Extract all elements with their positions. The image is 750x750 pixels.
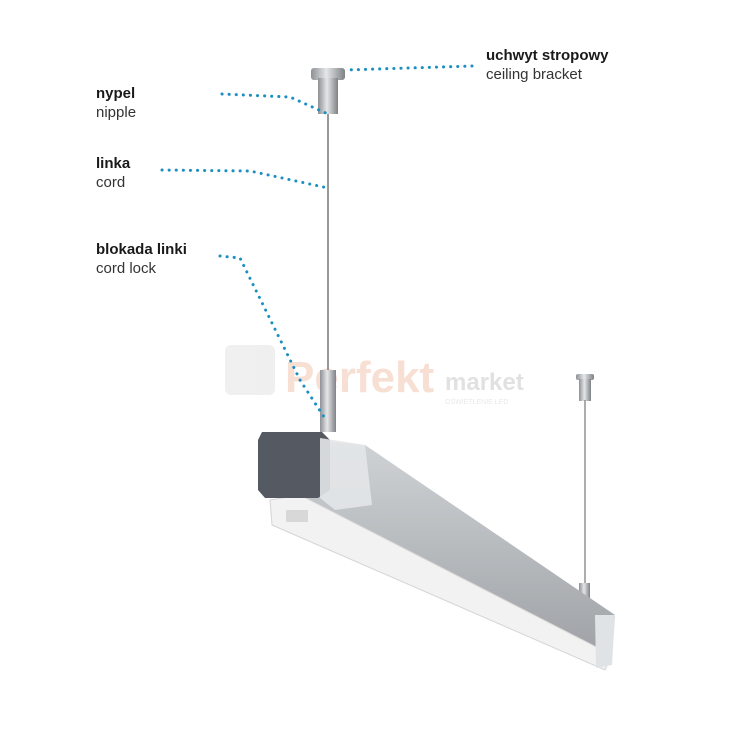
label-en: cord lock	[96, 260, 157, 277]
label-cord: linka cord	[96, 154, 130, 192]
label-pl: nypel	[96, 85, 136, 102]
watermark: Perfekt market OŚWIETLENIE LED	[225, 345, 524, 406]
label-pl: uchwyt stropowy	[486, 47, 609, 64]
label-cord-lock: blokada linki cord lock	[96, 240, 187, 278]
label-en: nipple	[96, 104, 137, 121]
label-en: ceiling bracket	[486, 66, 582, 83]
label-ceiling-bracket: uchwyt stropowy ceiling bracket	[486, 46, 609, 84]
led-profile	[258, 432, 615, 671]
leader-nipple	[220, 92, 330, 116]
label-nipple: nypel nipple	[96, 84, 136, 122]
right-suspension	[576, 374, 594, 619]
leader-lines	[160, 64, 474, 422]
leader-cord	[160, 168, 330, 190]
svg-text:Perfekt: Perfekt	[285, 353, 435, 402]
label-pl: blokada linki	[96, 241, 187, 258]
leader-ceiling-bracket	[343, 64, 474, 72]
label-pl: linka	[96, 155, 131, 172]
label-en: cord	[96, 174, 126, 191]
svg-text:market: market	[445, 369, 524, 396]
svg-text:OŚWIETLENIE LED: OŚWIETLENIE LED	[445, 397, 508, 406]
